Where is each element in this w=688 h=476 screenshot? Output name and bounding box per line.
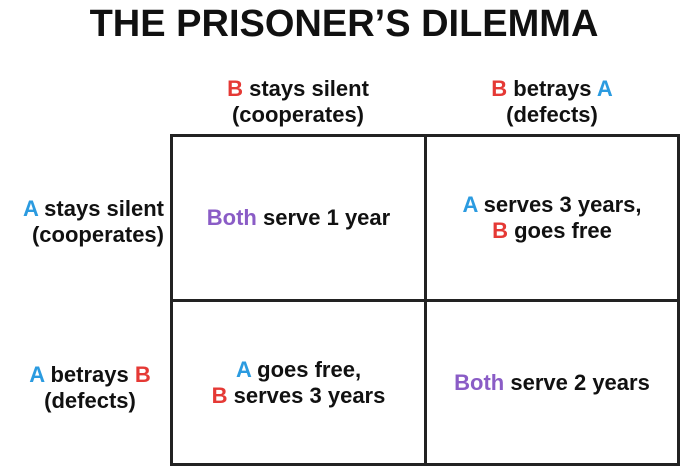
- row-header-text: stays silent: [38, 196, 164, 221]
- both-label: Both: [454, 369, 505, 395]
- row-header-a-silent: A stays silent (cooperates): [0, 196, 164, 248]
- player-a-label: A: [235, 356, 252, 382]
- player-b-label: B: [134, 362, 151, 387]
- column-header-line2: (defects): [506, 102, 598, 127]
- cell-outcome-text: goes free: [507, 218, 612, 243]
- cell-outcome-text: goes free,: [251, 356, 362, 382]
- column-header-text: stays silent: [242, 76, 369, 101]
- cell-outcome-text: serve 1 year: [256, 205, 391, 230]
- row-header-text: betrays: [44, 362, 135, 387]
- cell-outcome-text: serve 2 years: [504, 369, 650, 395]
- row-header-line2: (defects): [44, 388, 136, 413]
- cell-line: B serves 3 years: [212, 383, 386, 409]
- cell-betray-silent: A goes free, B serves 3 years: [173, 302, 424, 463]
- cell-text: Both serve 2 years: [454, 370, 650, 396]
- cell-text: Both serve 1 year: [207, 205, 390, 231]
- cell-text: A serves 3 years, B goes free: [462, 192, 641, 244]
- column-header-line1: B betrays A: [424, 76, 680, 102]
- row-header-line2: (cooperates): [31, 222, 164, 247]
- column-header-b-silent: B stays silent (cooperates): [170, 76, 426, 128]
- player-a-label: A: [462, 192, 478, 217]
- player-b-label: B: [491, 76, 508, 101]
- column-header-text: betrays: [507, 76, 597, 101]
- column-header-line2: (cooperates): [231, 102, 365, 127]
- cell-betray-betray: Both serve 2 years: [427, 302, 677, 463]
- cell-silent-betray: A serves 3 years, B goes free: [427, 137, 677, 299]
- player-a-label: A: [596, 76, 613, 101]
- player-a-label: A: [22, 196, 39, 221]
- cell-line: A goes free,: [212, 357, 386, 383]
- cell-line: Both serve 2 years: [454, 370, 650, 396]
- player-b-label: B: [227, 76, 243, 101]
- row-header-line1: A stays silent: [0, 196, 164, 222]
- row-header-line1: A betrays B: [0, 362, 180, 388]
- cell-outcome-text: serves 3 years,: [477, 192, 642, 217]
- cell-line: B goes free: [462, 218, 641, 244]
- cell-outcome-text: serves 3 years: [227, 382, 386, 408]
- player-b-label: B: [211, 382, 228, 408]
- cell-line: Both serve 1 year: [207, 205, 390, 231]
- cell-text: A goes free, B serves 3 years: [212, 357, 386, 409]
- cell-silent-silent: Both serve 1 year: [173, 137, 424, 299]
- column-header-line1: B stays silent: [170, 76, 426, 102]
- diagram-title: THE PRISONER’S DILEMMA: [89, 3, 599, 45]
- both-label: Both: [206, 205, 257, 230]
- column-header-b-betrays: B betrays A (defects): [424, 76, 680, 128]
- player-b-label: B: [492, 218, 508, 243]
- matrix-horizontal-divider: [170, 299, 680, 302]
- player-a-label: A: [29, 362, 45, 387]
- cell-line: A serves 3 years,: [462, 192, 641, 218]
- row-header-a-betrays: A betrays B (defects): [0, 362, 180, 414]
